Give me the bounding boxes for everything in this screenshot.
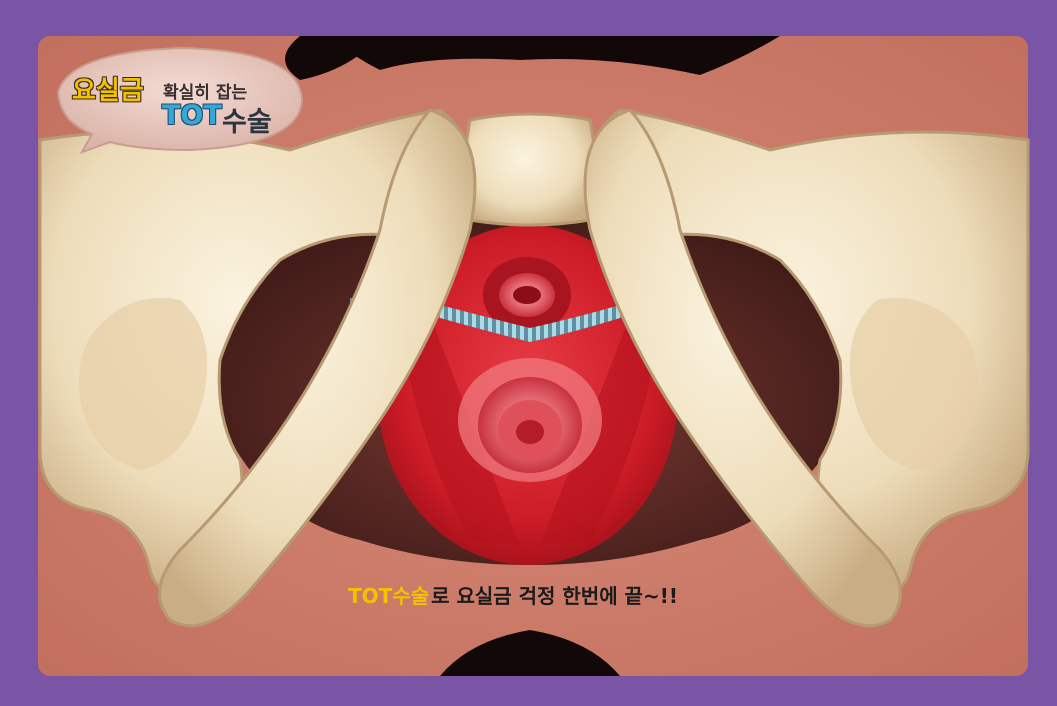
bubble-surgery: 수술 — [222, 100, 272, 139]
bubble-keyword: 요실금 — [72, 70, 144, 107]
pubic-symphysis — [465, 114, 595, 225]
urethra-opening — [513, 286, 541, 304]
bubble-tot: TOT — [162, 100, 222, 131]
caption-tot: TOT — [348, 584, 392, 608]
caption-rest: 로 요실금 걱정 한번에 끝~!! — [431, 584, 678, 608]
caption-surgery: 수술 — [392, 584, 429, 608]
vaginal-opening — [516, 420, 544, 444]
